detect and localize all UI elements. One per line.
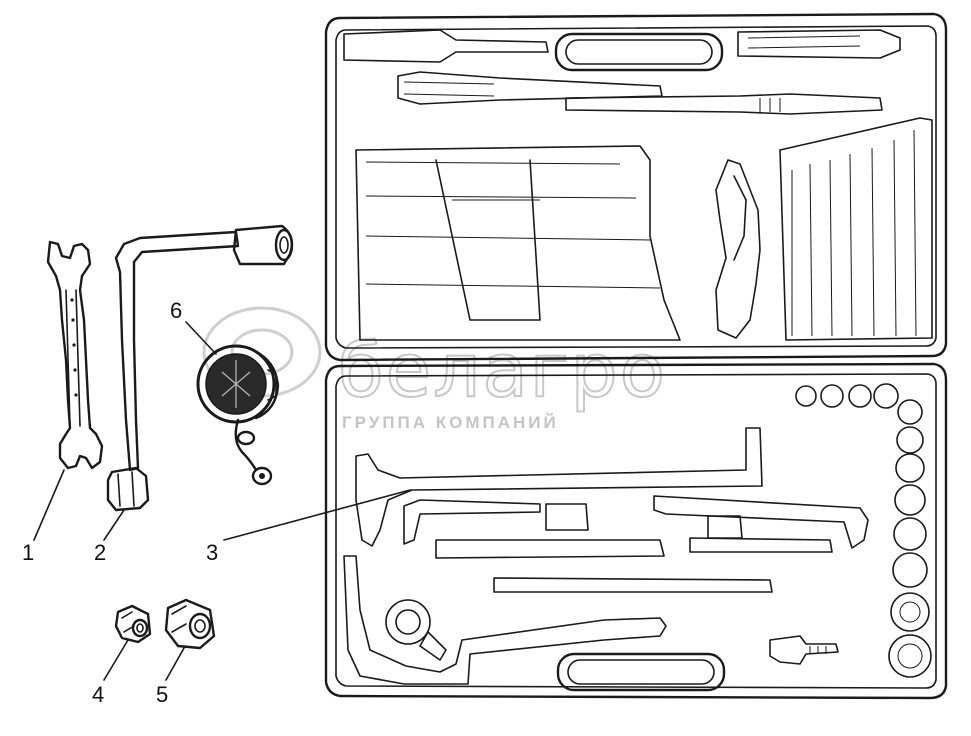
- box-wrench: [106, 224, 294, 512]
- callout-3: 3: [206, 540, 218, 565]
- large-nut: [164, 598, 216, 650]
- socket-row: [795, 383, 932, 678]
- callout-4: 4: [92, 682, 104, 707]
- leader-line-5: [165, 647, 185, 681]
- watermark: белагро ГРУППА КОМПАНИЙ: [202, 306, 667, 432]
- tool-case: [324, 12, 948, 700]
- callouts: 1 2 3 4 5 6: [22, 298, 218, 707]
- pressure-gauge: [196, 344, 280, 486]
- leader-line-2: [103, 509, 125, 541]
- callout-5: 5: [156, 682, 168, 707]
- leader-line-6: [185, 321, 217, 355]
- watermark-tagline: ГРУППА КОМПАНИЙ: [342, 413, 559, 432]
- callout-6: 6: [170, 298, 182, 323]
- callout-2: 2: [94, 540, 106, 565]
- watermark-brand: белагро: [338, 328, 667, 414]
- open-end-wrench: [46, 240, 104, 470]
- callout-1: 1: [22, 540, 34, 565]
- leader-lines: [33, 321, 411, 681]
- leader-line-3: [223, 489, 411, 541]
- small-nut: [114, 604, 152, 644]
- leader-line-1: [33, 469, 65, 541]
- case-lower-tray: [324, 362, 948, 700]
- case-upper-lid: [324, 12, 948, 362]
- leader-line-4: [103, 639, 129, 681]
